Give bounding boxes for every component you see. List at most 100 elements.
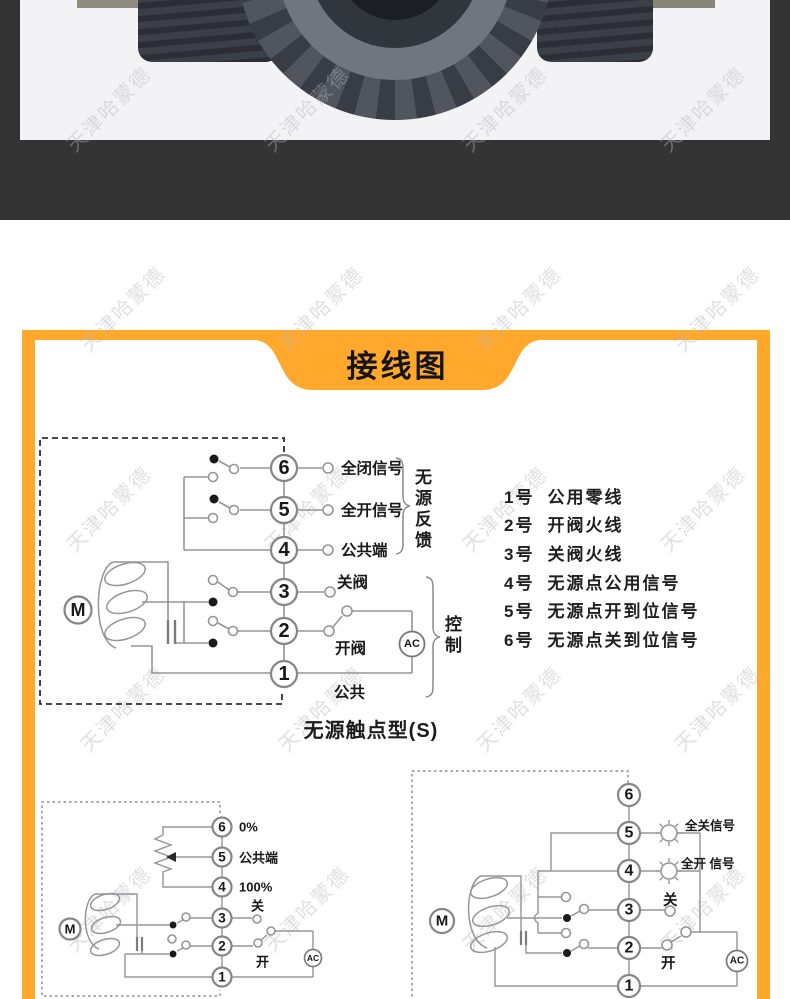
legend-num-1: 1号 [504, 487, 535, 507]
d1-switch-contacts [207, 454, 353, 648]
d2-terminal-1-number: 1 [218, 970, 226, 985]
d3-label-full-close-signal: 全关信号 [684, 818, 735, 833]
legend-row-6: 6号 无源点关到位信号 [504, 624, 699, 653]
legend-row-3: 3号 关阀火线 [504, 538, 699, 567]
d1-ac-label: AC [404, 638, 420, 650]
legend-label-3: 关阀火线 [547, 544, 624, 564]
d2-label-100pct: 100% [239, 880, 273, 895]
legend-num-2: 2号 [504, 516, 535, 536]
d1-terminal-1-number: 1 [278, 663, 289, 685]
d2-terminal-3-number: 3 [218, 911, 226, 926]
d3-lamp-full-open [656, 858, 682, 884]
d2-motor-symbol: M [58, 917, 82, 941]
d2-terminal-4-number: 4 [218, 880, 226, 895]
d1-ac-symbol: AC [398, 630, 426, 658]
d2-dotted-border [41, 801, 221, 997]
d2-label-close: 关 [251, 899, 264, 914]
d1-label-close-valve: 关阀 [337, 573, 368, 592]
d1-terminal-3-number: 3 [278, 581, 289, 603]
d2-label-common-terminal: 公共端 [239, 851, 278, 866]
d1-wires [113, 460, 413, 674]
d1-capacitor [166, 620, 177, 644]
d3-label-open: 开 [661, 955, 676, 972]
diagram1: 6 5 4 3 2 1 M AC 全闭信号 全开信号 公共端 关阀 开阀 [39, 437, 441, 705]
valve-union-nut-right [537, 0, 653, 62]
d3-terminal-6-number: 6 [625, 787, 634, 804]
d3-ac-label: AC [730, 956, 744, 967]
legend-label-4: 无源点公用信号 [547, 573, 681, 593]
d2-capacitor [135, 937, 144, 951]
legend-row-4: 4号 无源点公用信号 [504, 567, 699, 596]
diagram3: 6 5 4 3 2 1 M AC 全关信号 全开 信号 关 开 [411, 770, 749, 999]
d1-terminal-5-number: 5 [278, 499, 289, 521]
product-photo-band [0, 0, 790, 220]
d2-motor-winding [84, 892, 122, 957]
d3-lamp-full-close [656, 820, 682, 846]
d2-terminal-5-number: 5 [218, 850, 226, 865]
legend-label-5: 无源点开到位信号 [547, 602, 700, 622]
d1-feedback-brace [395, 457, 411, 555]
d1-control-brace [425, 576, 441, 698]
legend-num-4: 4号 [504, 573, 535, 593]
wiring-panel [22, 330, 770, 999]
d1-label-common: 公共 [334, 684, 366, 702]
d2-label-0pct: 0% [239, 820, 258, 835]
d3-terminal-5-number: 5 [625, 825, 634, 842]
d2-ac-label: AC [307, 953, 319, 963]
legend-row-2: 2号 开阀火线 [504, 510, 699, 539]
d2-wires [95, 826, 314, 978]
d3-terminal-2-number: 2 [625, 940, 634, 957]
d3-motor-winding [467, 875, 511, 954]
d3-label-full-open-signal: 全开 信号 [680, 856, 734, 871]
d1-motor-symbol: M [63, 595, 93, 625]
legend-row-1: 1号 公用零线 [504, 481, 699, 510]
d1-motor-winding [97, 561, 148, 649]
d2-switch-contacts [167, 912, 276, 958]
d2-terminal-6-number: 6 [218, 820, 226, 835]
d3-terminal-3-number: 3 [625, 902, 634, 919]
d1-terminal-4-number: 4 [278, 539, 290, 561]
d2-motor-label: M [65, 922, 76, 937]
valve-pipe-left [77, 0, 138, 8]
legend-label-2: 开阀火线 [547, 516, 624, 536]
d2-ac-symbol: AC [303, 948, 323, 968]
d1-label-open-valve: 开阀 [335, 639, 366, 658]
d3-switch-contacts [560, 891, 692, 957]
banner-tab-shape [255, 340, 540, 390]
diagram2: 6 5 4 3 2 1 M AC 0% 公共端 100% 关 开 [41, 801, 323, 997]
legend-num-6: 6号 [504, 630, 535, 650]
d1-feedback-brace-label: 无源反馈 [412, 468, 431, 552]
d1-motor-label: M [71, 600, 86, 620]
d1-label-common-terminal: 公共端 [341, 541, 388, 560]
d1-terminal-strip: 6 5 4 3 2 1 [269, 453, 299, 689]
d1-control-brace-label: 控制 [442, 615, 461, 657]
d3-motor-label: M [436, 913, 449, 930]
d2-terminal-2-number: 2 [218, 939, 226, 954]
valve-pipe-right [653, 0, 715, 8]
legend-num-5: 5号 [504, 602, 535, 622]
d1-label-full-open-signal: 全开信号 [340, 501, 403, 520]
d3-dotted-border [411, 770, 629, 998]
d3-ac-symbol: AC [725, 949, 749, 973]
d2-potentiometer-arrow [166, 852, 176, 862]
legend-row-5: 5号 无源点开到位信号 [504, 595, 699, 624]
banner-title: 接线图 [346, 348, 449, 384]
terminal-legend: 1号 公用零线 2号 开阀火线 3号 关阀火线 4号 无源点公用信号 5号 无源… [504, 481, 699, 653]
legend-label-1: 公用零线 [547, 487, 624, 507]
legend-label-6: 无源点关到位信号 [547, 630, 700, 650]
d3-terminal-strip: 6 5 4 3 2 1 [616, 782, 642, 999]
d2-terminal-strip: 6 5 4 3 2 1 [211, 816, 233, 988]
d3-wires [481, 795, 738, 987]
product-photo [20, 0, 770, 140]
legend-num-3: 3号 [504, 544, 535, 564]
d1-caption: 无源触点型(S) [303, 720, 439, 742]
d1-terminal-6-number: 6 [278, 457, 289, 479]
d1-label-full-close-signal: 全闭信号 [340, 459, 403, 478]
d3-terminal-4-number: 4 [625, 863, 634, 880]
d3-terminal-1-number: 1 [625, 978, 634, 995]
d1-terminal-2-number: 2 [278, 620, 289, 642]
d3-motor-symbol: M [428, 907, 456, 935]
d2-label-open: 开 [256, 955, 269, 970]
